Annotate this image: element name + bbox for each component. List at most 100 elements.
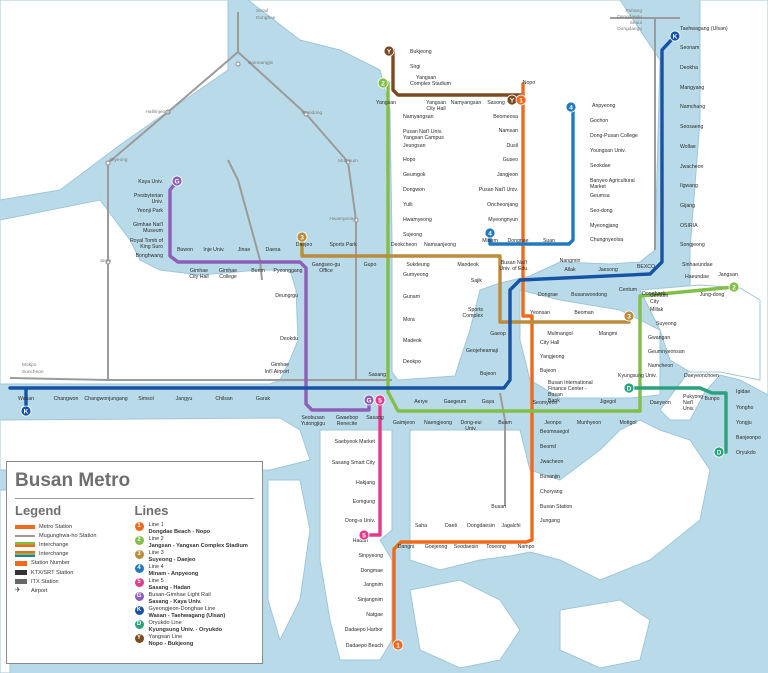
station-label: Buwon <box>177 247 193 253</box>
station-label: Yulli <box>403 202 413 208</box>
station-label: Pukyong <box>683 394 703 400</box>
station-label: Seo-dong <box>590 208 613 214</box>
station-label: Youngsan Univ. <box>590 148 626 154</box>
station-label: Oryukdo <box>736 450 756 456</box>
line-badge-circle <box>20 405 32 417</box>
line-route: Suyeong - Daejeo <box>148 556 196 563</box>
station-label: Daeyeon <box>650 400 671 406</box>
line-badge-text: K <box>673 33 678 40</box>
legend-label: Airport <box>31 587 48 594</box>
station-label: Seodaesin <box>454 544 479 550</box>
station-label: Yangsan <box>416 75 436 81</box>
line-badge-text: 5 <box>362 532 366 539</box>
station-label: Dadaepo Beach <box>346 643 383 649</box>
station-label: Anpyeong <box>592 103 615 109</box>
line-badge: 5 <box>134 578 144 587</box>
station-label: Deungrgu <box>275 293 298 299</box>
station-label: Geumsa <box>590 193 610 199</box>
station-label: Ilgwang <box>680 183 698 189</box>
station-label: Dongwon <box>403 187 425 193</box>
line-badge: 2 <box>377 77 389 89</box>
line-name: Line 4 <box>148 564 164 570</box>
line-route: Jangsan - Yangsan Complex Stadium <box>148 542 248 549</box>
station-label: Simsol <box>138 396 154 402</box>
station-label: Namyangsan <box>451 100 482 106</box>
station-label: Myeongnyun <box>488 217 518 223</box>
station-label: Namsan <box>499 128 518 134</box>
line-badge: Y <box>383 45 395 57</box>
station-label: Yangjeong <box>540 354 565 360</box>
station-label: Jeonpo <box>544 420 561 426</box>
station-label: City Hall <box>426 106 445 112</box>
line-badge-text: 3 <box>627 313 631 320</box>
station-label: Wollae <box>680 144 696 150</box>
line-badge-circle <box>484 227 496 239</box>
station-label: Sports <box>468 307 483 313</box>
line-badge: Y <box>134 634 144 643</box>
station-label: Yangsan <box>426 100 446 106</box>
line-badge-text: 4 <box>488 230 492 237</box>
station-label: Gimhae <box>190 268 208 274</box>
station-label: Nopo <box>523 80 536 86</box>
station-label: Bank <box>548 398 560 404</box>
line-badge-text: G <box>366 397 371 404</box>
station-label: Deokha <box>680 65 698 71</box>
station-label: Univ. <box>152 199 163 205</box>
station-label: Toseong <box>486 544 506 550</box>
station-label: OSIRIA <box>680 223 698 229</box>
line-badge-circle <box>374 394 386 406</box>
station-label: Market <box>590 184 606 190</box>
station-label: Jinae <box>238 247 251 253</box>
station-label: Dongrae <box>538 292 558 298</box>
station-label: Yangsan <box>376 100 396 106</box>
legend-label: Metro Station <box>39 523 73 530</box>
rail-station-label: Sirye <box>100 258 111 264</box>
station-label: Munhyeon <box>577 420 601 426</box>
station-label: Allak <box>564 267 576 273</box>
station-label: Yongju <box>736 420 752 426</box>
rail-station-label: Dongdaegu <box>617 14 642 20</box>
line-badge-text: D <box>717 449 722 456</box>
station-label: Gaegeum <box>444 399 467 405</box>
station-label: Saebyeok Market <box>335 439 376 445</box>
station-label: Garak <box>256 396 271 402</box>
station-label: Bujeon <box>480 371 496 377</box>
station-label: Jaesong <box>598 267 618 273</box>
rail-station-label: Wondong <box>302 110 323 116</box>
station-label: Gupo <box>364 262 377 268</box>
station-label: Dangni <box>398 544 414 550</box>
line-route: Dongdae Beach - Nopo <box>148 528 211 535</box>
station-label: Goejeong <box>425 544 448 550</box>
station-label: King Suro <box>140 244 163 250</box>
station-label: Beomnaegol <box>540 429 569 435</box>
station-label: Mora <box>403 317 415 323</box>
line-badge-text: 2 <box>732 284 736 291</box>
station-label: Inje Univ. <box>203 247 224 253</box>
legend-label: Interchange <box>39 551 69 558</box>
station-label: Busan Station <box>540 504 572 510</box>
station-label: Jangsan <box>718 272 738 278</box>
legend-symbol <box>15 534 35 537</box>
station-label: Renecite <box>337 421 358 427</box>
line-route: Sasang - Hadan <box>148 584 191 591</box>
station-label: Seomyeon <box>533 400 558 406</box>
station-label: Mulmangol <box>547 331 572 337</box>
line-route: Minam - Anpyeong <box>148 570 199 577</box>
station-label: Madeok <box>403 338 422 344</box>
station-label: Geumnyeonsan <box>648 349 685 355</box>
rail-station-label: Samnangjin <box>248 60 274 66</box>
line-badge: G <box>134 592 144 601</box>
line-badge: 5 <box>358 529 370 541</box>
station-label: Choryang <box>540 489 563 495</box>
line-badge-circle <box>515 94 527 106</box>
station-label: Namchang <box>680 104 705 110</box>
station-label: Busan International <box>548 380 593 386</box>
legend-symbol <box>15 560 27 566</box>
